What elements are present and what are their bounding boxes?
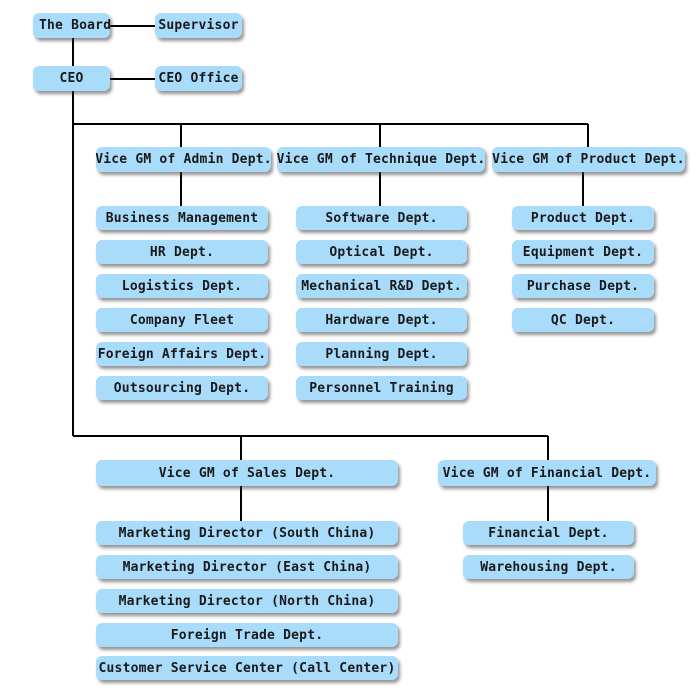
vice-gm-financial[interactable]: Vice GM of Financial Dept. — [438, 460, 656, 486]
dept-planning[interactable]: Planning Dept. — [296, 342, 467, 366]
dept-optical[interactable]: Optical Dept. — [296, 240, 467, 264]
dept-warehousing[interactable]: Warehousing Dept. — [463, 555, 634, 579]
dept-qc[interactable]: QC Dept. — [512, 308, 654, 332]
dept-hardware[interactable]: Hardware Dept. — [296, 308, 467, 332]
dept-foreign-affairs[interactable]: Foreign Affairs Dept. — [96, 342, 268, 366]
dept-hr[interactable]: HR Dept. — [96, 240, 268, 264]
vice-gm-product[interactable]: Vice GM of Product Dept. — [492, 147, 685, 172]
dept-personnel-training[interactable]: Personnel Training — [296, 376, 467, 400]
dept-marketing-east-china[interactable]: Marketing Director (East China) — [96, 555, 398, 579]
dept-company-fleet[interactable]: Company Fleet — [96, 308, 268, 332]
dept-software[interactable]: Software Dept. — [296, 206, 467, 230]
dept-business-management[interactable]: Business Management — [96, 206, 268, 230]
dept-logistics[interactable]: Logistics Dept. — [96, 274, 268, 298]
dept-foreign-trade[interactable]: Foreign Trade Dept. — [96, 623, 398, 647]
dept-equipment[interactable]: Equipment Dept. — [512, 240, 654, 264]
dept-financial[interactable]: Financial Dept. — [463, 521, 634, 545]
dept-marketing-north-china[interactable]: Marketing Director (North China) — [96, 589, 398, 613]
node-board[interactable]: The Board — [33, 13, 110, 38]
vice-gm-admin[interactable]: Vice GM of Admin Dept. — [96, 147, 271, 172]
dept-marketing-south-china[interactable]: Marketing Director (South China) — [96, 521, 398, 545]
node-ceo[interactable]: CEO — [33, 66, 110, 91]
dept-mechanical-rd[interactable]: Mechanical R&D Dept. — [296, 274, 467, 298]
node-ceo-office[interactable]: CEO Office — [155, 66, 242, 91]
vice-gm-technique[interactable]: Vice GM of Technique Dept. — [277, 147, 485, 172]
node-supervisor[interactable]: Supervisor — [155, 13, 242, 38]
dept-customer-service[interactable]: Customer Service Center (Call Center) — [96, 656, 398, 680]
dept-product[interactable]: Product Dept. — [512, 206, 654, 230]
vice-gm-sales[interactable]: Vice GM of Sales Dept. — [96, 460, 398, 486]
dept-purchase[interactable]: Purchase Dept. — [512, 274, 654, 298]
dept-outsourcing[interactable]: Outsourcing Dept. — [96, 376, 268, 400]
